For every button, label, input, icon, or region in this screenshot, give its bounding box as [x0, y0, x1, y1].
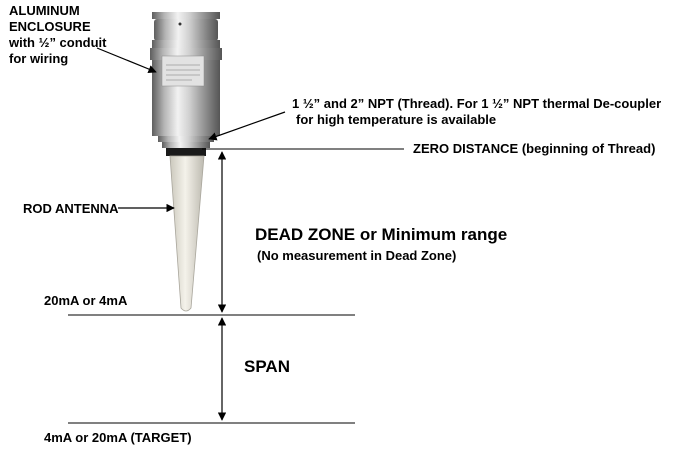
enclosure-label-line: with ½” conduit: [9, 35, 107, 50]
thread-leader: [208, 111, 286, 141]
sensor-device: [150, 12, 222, 312]
dead-zone-title: DEAD ZONE or Minimum range: [255, 225, 508, 244]
thread-label: 1 ½” and 2” NPT (Thread). For 1 ½” NPT t…: [292, 96, 661, 128]
span-label: SPAN: [244, 357, 290, 376]
mounting-thread: [158, 136, 214, 156]
enclosure-label: ALUMINUM ENCLOSURE with ½” conduit for w…: [9, 3, 107, 67]
rod-antenna-label: ROD ANTENNA: [23, 201, 119, 216]
zero-distance-label: ZERO DISTANCE (beginning of Thread): [413, 141, 656, 156]
thread-label-line: for high temperature is available: [296, 112, 497, 127]
enclosure-label-line: ALUMINUM: [9, 3, 80, 18]
enclosure-label-line: for wiring: [9, 51, 69, 66]
dead-zone-note: (No measurement in Dead Zone): [257, 248, 457, 263]
enclosure-label-line: ENCLOSURE: [9, 19, 91, 34]
upper-level-label: 20mA or 4mA: [44, 293, 128, 308]
enclosure-leader: [96, 47, 157, 74]
target-level-label: 4mA or 20mA (TARGET): [44, 430, 192, 445]
enclosure-cap: [152, 12, 220, 41]
enclosure-body: [152, 55, 220, 136]
rod-antenna: [169, 155, 205, 312]
thread-label-line: 1 ½” and 2” NPT (Thread). For 1 ½” NPT t…: [292, 96, 662, 111]
